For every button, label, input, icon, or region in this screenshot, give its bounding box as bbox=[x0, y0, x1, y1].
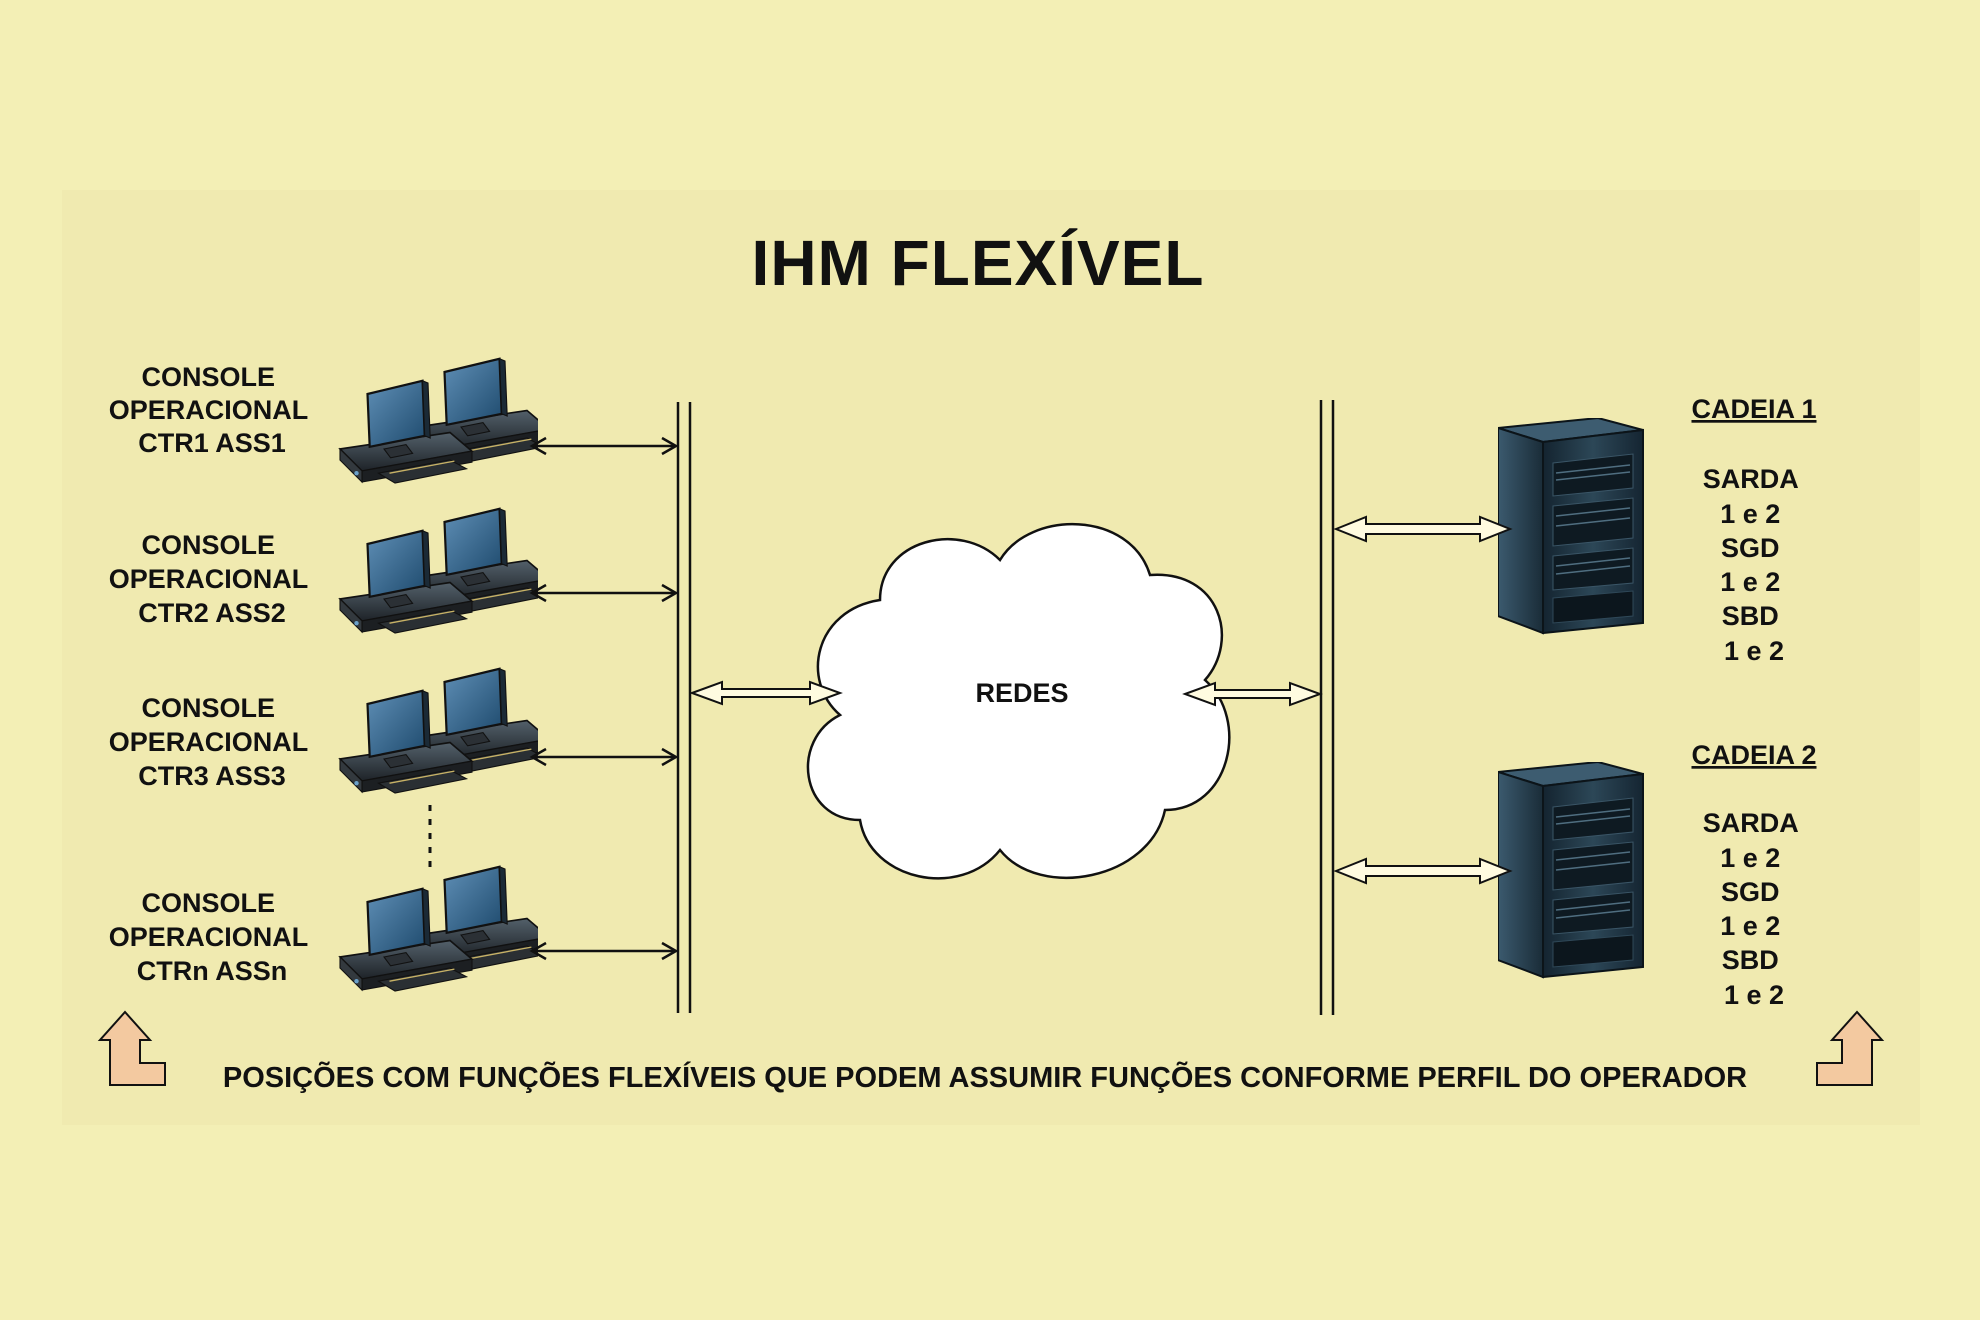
console-3: CONSOLE OPERACIONAL CTR3 ASS3 bbox=[109, 667, 538, 795]
chain-2-title: CADEIA 2 bbox=[1691, 740, 1816, 770]
right-bus bbox=[1319, 400, 1335, 1015]
console-arrows bbox=[529, 436, 679, 961]
chain-2-item: 1 e 2 bbox=[1720, 911, 1780, 941]
svg-text:SARDA 1 e 2 SGD: SARDA 1 e 2 SGD 1 e 2 SBD 1 e 2 bbox=[1703, 464, 1806, 666]
console-2: CONSOLE OPERACIONAL CTR2 ASS2 bbox=[109, 507, 538, 635]
corner-arrow-icon bbox=[97, 1010, 166, 1086]
server-rack-icon bbox=[1498, 418, 1644, 634]
chain-2-item: SARDA bbox=[1703, 808, 1799, 838]
svg-text:CONSOLE OPERACIONAL: CONSOLE OPERACIONAL CTR2 ASS2 bbox=[109, 530, 316, 628]
chain-1-item: SBD bbox=[1722, 601, 1779, 631]
console-n-arrow bbox=[529, 941, 679, 961]
chain-2: CADEIA 2 SARDA 1 e 2 SGD 1 e 2 SBD 1 e 2 bbox=[1333, 740, 1817, 1010]
console-1-line2: OPERACIONAL bbox=[109, 395, 308, 425]
console-3-line3: CTR3 ASS3 bbox=[138, 761, 286, 791]
svg-text:SARDA 1 e 2 SGD: SARDA 1 e 2 SGD 1 e 2 SBD 1 e 2 bbox=[1703, 808, 1806, 1010]
chain-1: CADEIA 1 SARDA 1 e 2 SGD 1 e 2 SBD 1 e 2 bbox=[1333, 394, 1817, 666]
server-rack-icon bbox=[1498, 762, 1644, 978]
network-label: REDES bbox=[975, 678, 1068, 708]
console-1: CONSOLE OPERACIONAL CTR1 ASS1 bbox=[109, 357, 538, 485]
chain-2-item: 1 e 2 bbox=[1720, 843, 1780, 873]
chain-1-item: 1 e 2 bbox=[1720, 499, 1780, 529]
console-2-line2: OPERACIONAL bbox=[109, 564, 308, 594]
chain-1-item: SARDA bbox=[1703, 464, 1799, 494]
chain-2-item: SGD bbox=[1721, 877, 1780, 907]
console-2-line3: CTR2 ASS2 bbox=[138, 598, 286, 628]
svg-text:CONSOLE OPERACIONAL: CONSOLE OPERACIONAL CTRn ASSn bbox=[109, 888, 316, 986]
chain-1-item: 1 e 2 bbox=[1724, 636, 1784, 666]
console-1-arrow bbox=[529, 436, 679, 456]
left-bus bbox=[676, 402, 692, 1013]
console-3-line1: CONSOLE bbox=[141, 693, 275, 723]
console-3-line2: OPERACIONAL bbox=[109, 727, 308, 757]
svg-text:CONSOLE OPERACIONAL: CONSOLE OPERACIONAL CTR3 ASS3 bbox=[109, 693, 316, 791]
console-n-line2: OPERACIONAL bbox=[109, 922, 308, 952]
console-1-line1: CONSOLE bbox=[141, 362, 275, 392]
chain-2-arrow bbox=[1333, 857, 1513, 885]
chain-1-title: CADEIA 1 bbox=[1691, 394, 1816, 424]
console-2-line1: CONSOLE bbox=[141, 530, 275, 560]
chain-1-item: SGD bbox=[1721, 533, 1780, 563]
chain-2-item: SBD bbox=[1722, 945, 1779, 975]
console-3-arrow bbox=[529, 747, 679, 767]
cloud-to-bus-arrow bbox=[1182, 681, 1323, 707]
diagram-title: IHM FLEXÍVEL bbox=[752, 227, 1205, 299]
svg-text:CONSOLE OPERACIONAL: CONSOLE OPERACIONAL CTR1 ASS1 bbox=[109, 362, 316, 458]
console-n-line1: CONSOLE bbox=[141, 888, 275, 918]
cloud-icon: REDES bbox=[806, 523, 1231, 880]
chain-1-arrow bbox=[1333, 515, 1513, 543]
console-n-line3: CTRn ASSn bbox=[137, 956, 288, 986]
footer-caption: POSIÇÕES COM FUNÇÕES FLEXÍVEIS QUE PODEM… bbox=[223, 1060, 1747, 1094]
bus-to-cloud-arrow bbox=[689, 680, 843, 706]
console-n: CONSOLE OPERACIONAL CTRn ASSn bbox=[109, 865, 538, 993]
chain-2-item: 1 e 2 bbox=[1724, 980, 1784, 1010]
corner-arrow-icon bbox=[1816, 1010, 1885, 1086]
console-1-line3: CTR1 ASS1 bbox=[138, 428, 286, 458]
console-2-arrow bbox=[529, 583, 679, 603]
chain-1-item: 1 e 2 bbox=[1720, 567, 1780, 597]
